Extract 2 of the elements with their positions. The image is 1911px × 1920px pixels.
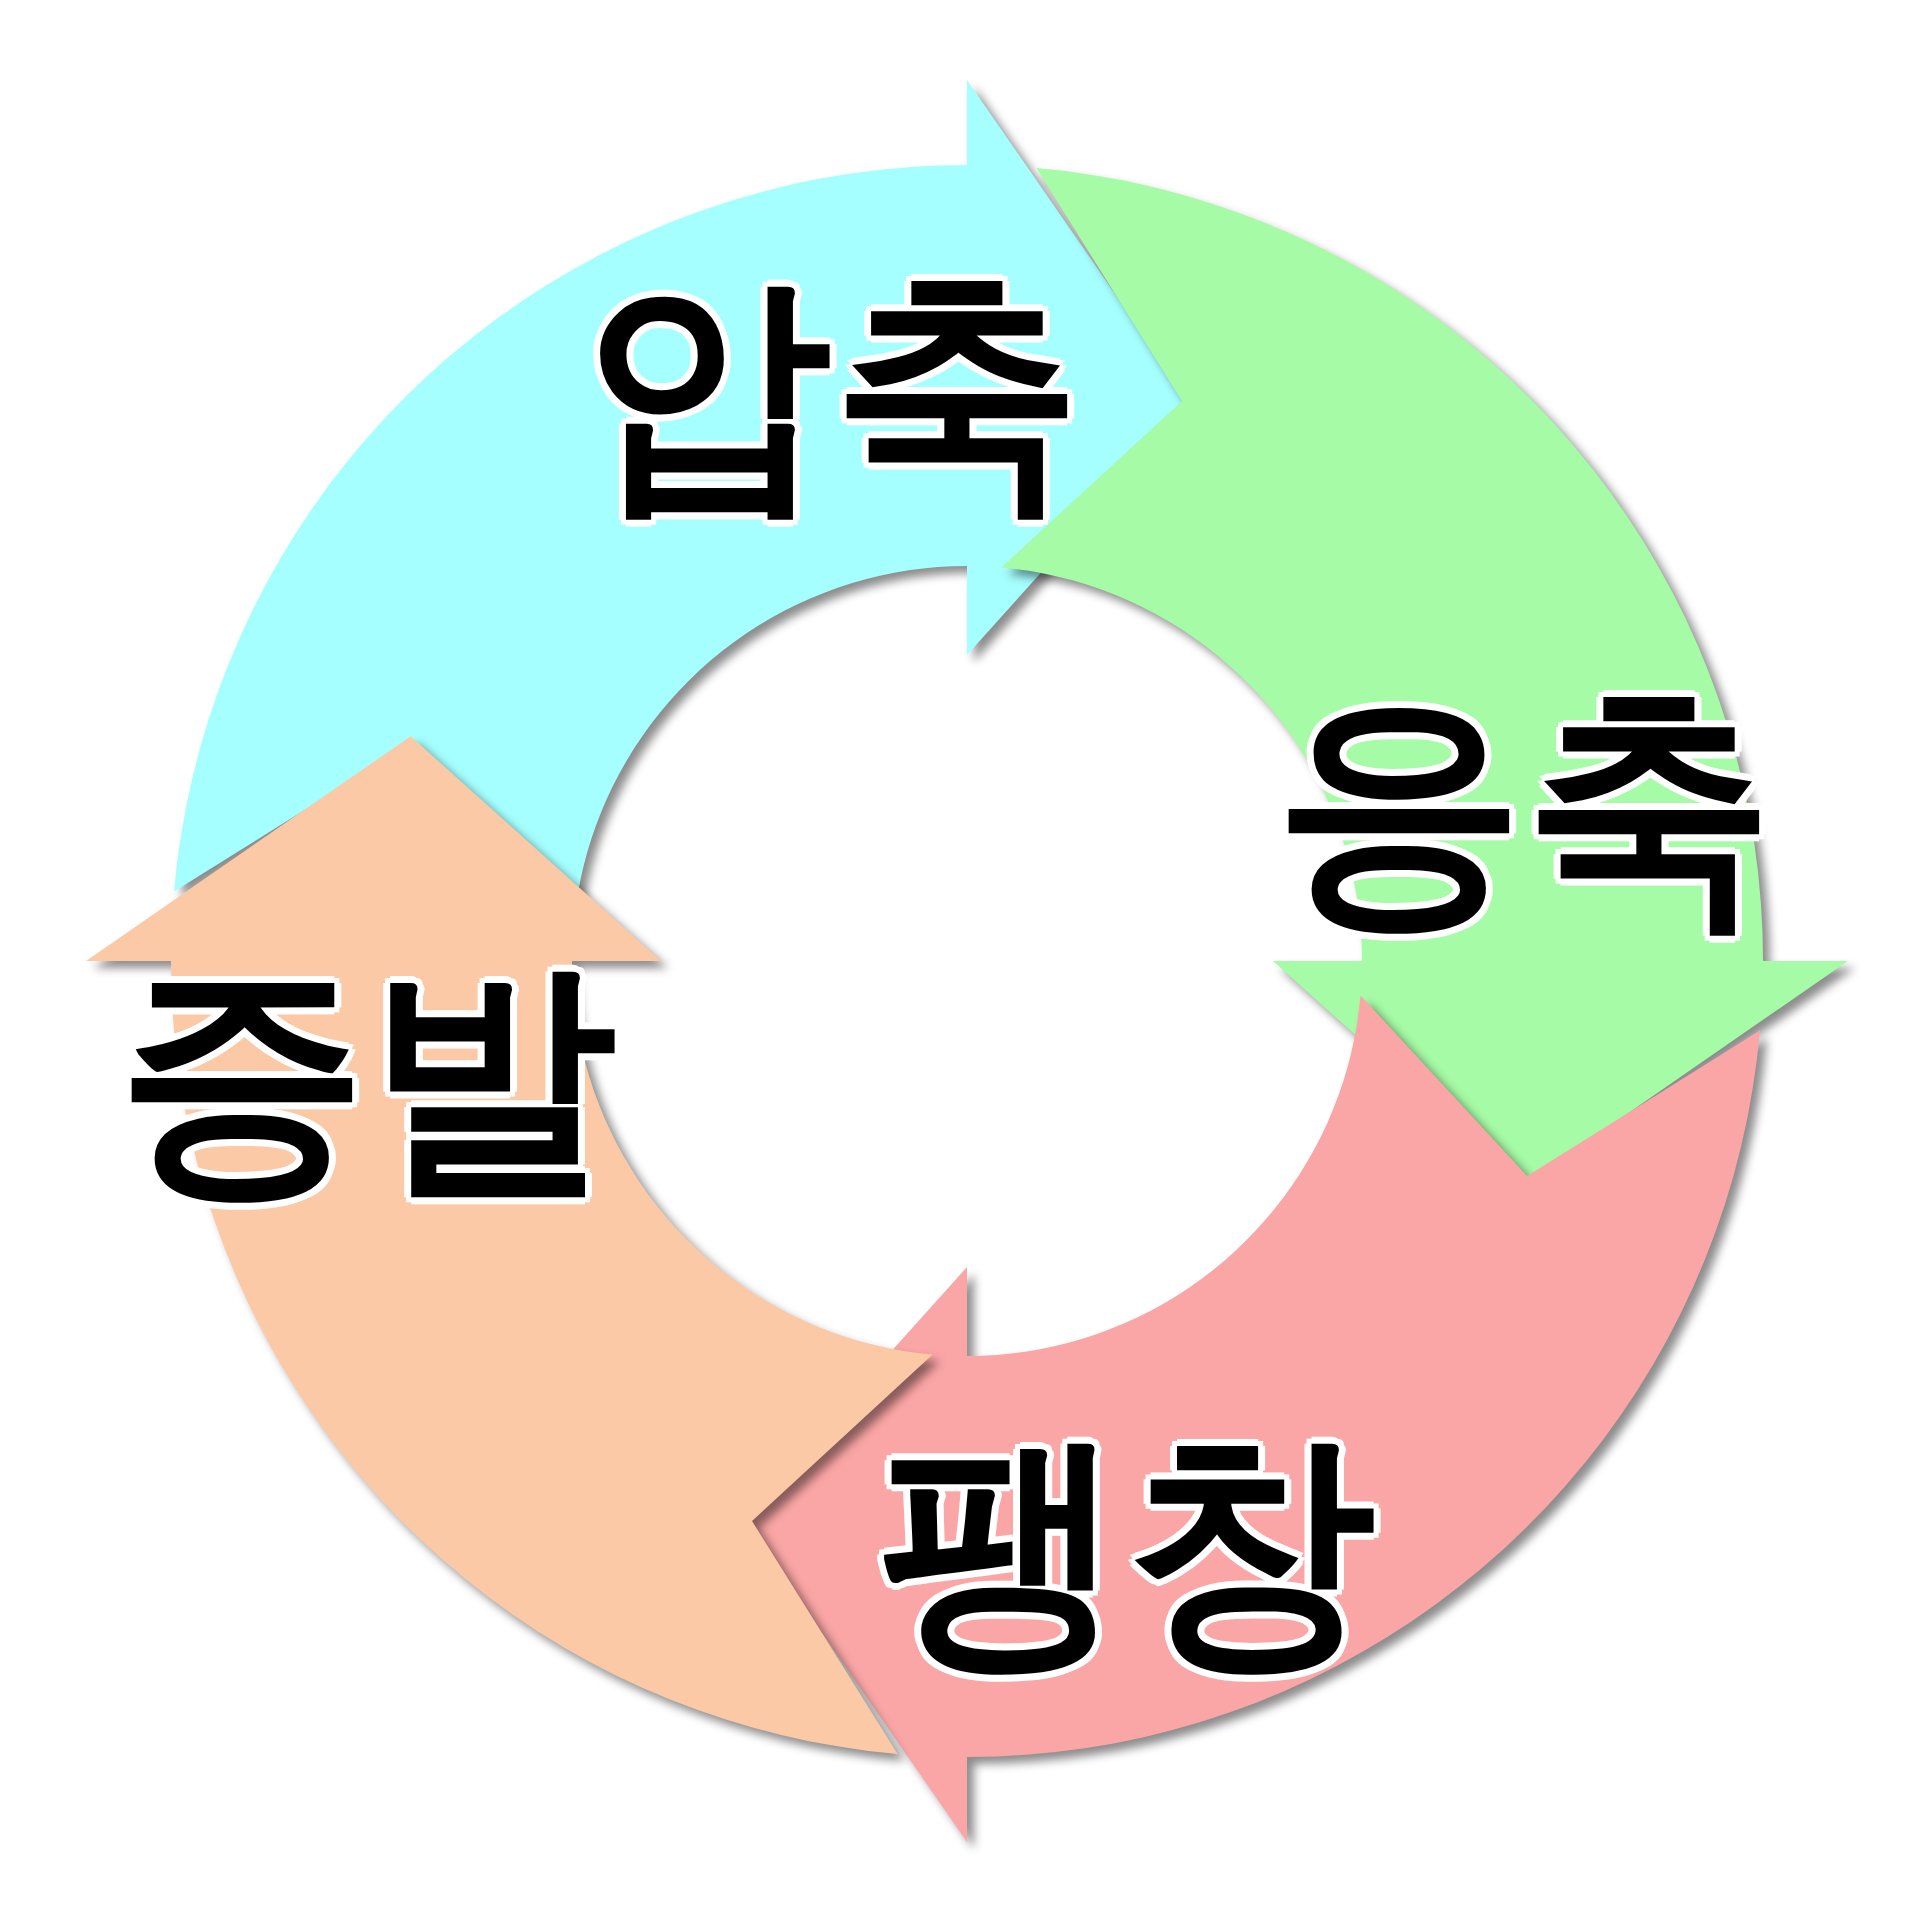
- stage-label: 증발: [117, 952, 617, 1202]
- stage-label: 팽창: [876, 1424, 1376, 1674]
